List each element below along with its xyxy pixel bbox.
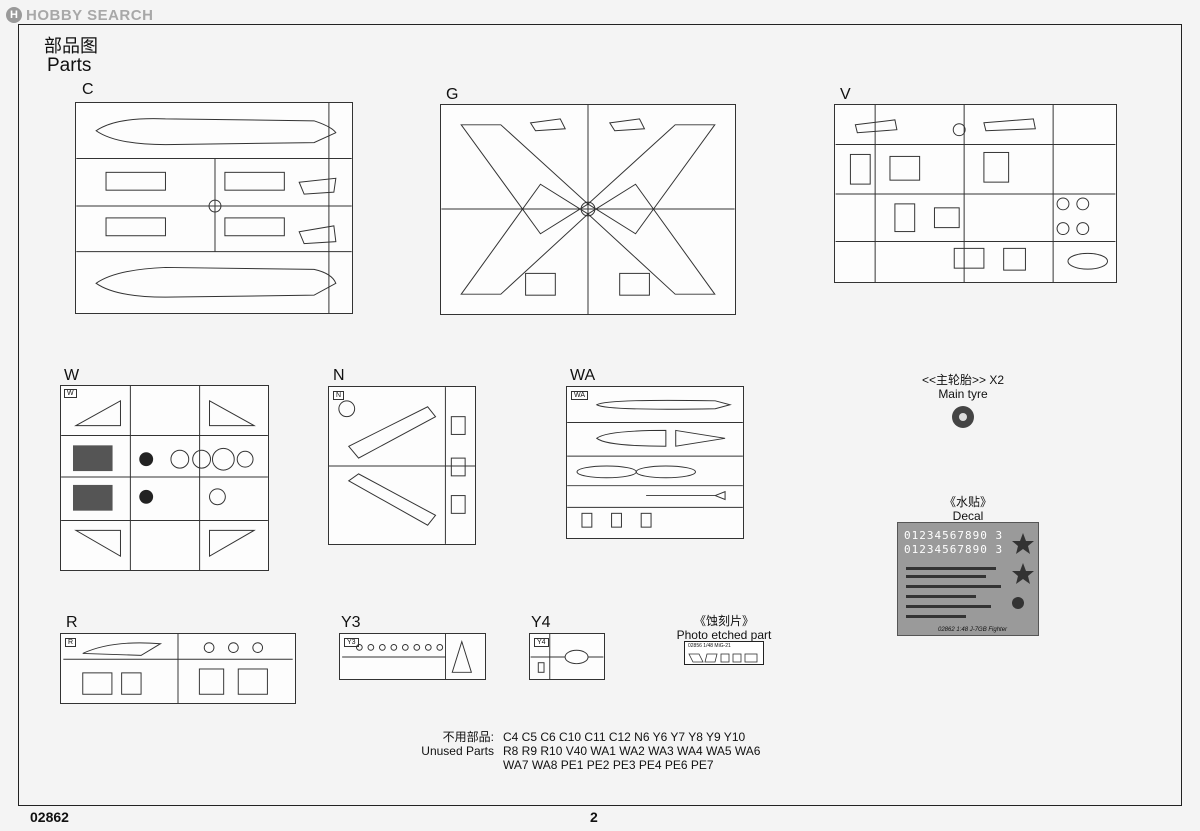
sprue-label-c: C xyxy=(82,81,94,98)
photo-etched-cn: 《蚀刻片》 xyxy=(693,614,754,628)
page-number: 2 xyxy=(590,809,598,825)
main-tyre-cn: <<主轮胎>> X2 xyxy=(921,373,1005,387)
sprue-r-tag: R xyxy=(65,638,77,647)
sprue-label-wa: WA xyxy=(570,367,596,384)
title-en: Parts xyxy=(47,55,92,76)
main-tyre-icon xyxy=(952,406,974,428)
sprue-label-n: N xyxy=(333,367,345,384)
unused-parts-line-3: WA7 WA8 PE1 PE2 PE3 PE4 PE6 PE7 xyxy=(503,758,714,772)
hobby-search-watermark: H HOBBY SEARCH xyxy=(6,5,153,25)
sprue-y3-drawing xyxy=(342,634,473,679)
title-cn: 部品图 xyxy=(44,36,98,56)
sprue-y4: Y4 xyxy=(529,633,605,680)
main-tyre-caption: <<主轮胎>> X2 Main tyre xyxy=(900,373,1026,401)
watermark-text: HOBBY SEARCH xyxy=(26,6,154,24)
sprue-label-y3: Y3 xyxy=(341,614,361,631)
sprue-label-g: G xyxy=(446,86,459,103)
unused-parts-line-1: C4 C5 C6 C10 C11 C12 N6 Y6 Y7 Y8 Y9 Y10 xyxy=(503,730,746,744)
sprue-y3: Y3 xyxy=(339,633,486,680)
sprue-y4-tag: Y4 xyxy=(534,638,549,647)
sprue-wa: WA xyxy=(566,386,744,539)
sprue-label-v: V xyxy=(840,86,851,103)
photo-etched-caption: 《蚀刻片》 Photo etched part xyxy=(664,614,784,642)
decal-en: Decal xyxy=(952,509,984,523)
sprue-v xyxy=(834,104,1117,283)
sprue-label-w: W xyxy=(64,367,80,384)
decal-caption: 《水贴》 Decal xyxy=(920,495,1016,523)
decal-footer-text: 02862 1:48 J-7GB Fighter xyxy=(938,627,1008,633)
sprue-y3-tag: Y3 xyxy=(344,638,359,647)
sprue-label-r: R xyxy=(66,614,78,631)
page-title: 部品图 Parts xyxy=(44,36,98,76)
unused-parts-cn: 不用部品: xyxy=(442,730,494,744)
page-frame xyxy=(18,24,1182,806)
photo-etched-plate-text: 02856 1/48 MiG-21 xyxy=(688,643,731,649)
sprue-g-drawing xyxy=(441,105,735,314)
photo-etched-plate: 02856 1/48 MiG-21 xyxy=(684,641,764,665)
watermark-logo-icon: H xyxy=(6,7,22,23)
sprue-g xyxy=(440,104,736,315)
main-tyre-en: Main tyre xyxy=(938,387,988,401)
sprue-v-drawing xyxy=(835,105,1116,282)
photo-etched-en: Photo etched part xyxy=(676,628,772,642)
sprue-r: R xyxy=(60,633,296,704)
unused-parts-line-2: R8 R9 R10 V40 WA1 WA2 WA3 WA4 WA5 WA6 xyxy=(503,744,761,758)
decal-markings-drawing xyxy=(906,533,1034,618)
decal-number-row-2: 01234567890 3 xyxy=(904,543,1004,556)
sprue-c-drawing xyxy=(76,103,352,313)
sprue-n-tag: N xyxy=(333,391,345,400)
decal-cn: 《水贴》 xyxy=(943,495,992,509)
photo-etched-drawing xyxy=(688,653,758,663)
decal-number-row-1: 01234567890 3 xyxy=(904,529,1004,542)
sprue-y4-drawing xyxy=(530,634,604,679)
sprue-c xyxy=(75,102,353,314)
product-code: 02862 xyxy=(30,809,69,825)
sprue-w-tag-text: W xyxy=(67,390,74,397)
sprue-wa-tag: WA xyxy=(571,391,589,400)
sprue-r-drawing xyxy=(63,634,293,703)
sprue-w-drawing xyxy=(61,386,268,570)
unused-parts-en: Unused Parts xyxy=(421,744,494,758)
sprue-label-y4: Y4 xyxy=(531,614,551,631)
sprue-n: N xyxy=(328,386,476,545)
unused-parts-list: C4 C5 C6 C10 C11 C12 N6 Y6 Y7 Y8 Y9 Y10 … xyxy=(503,730,760,772)
decal-sheet: 01234567890 3 01234567890 3 02862 1:48 J… xyxy=(897,522,1039,636)
sprue-w xyxy=(60,385,269,571)
unused-parts-label: 不用部品: Unused Parts xyxy=(420,730,494,758)
sprue-wa-drawing xyxy=(567,399,743,528)
sprue-n-drawing xyxy=(329,387,475,544)
sprue-w-tag: W xyxy=(64,389,77,398)
